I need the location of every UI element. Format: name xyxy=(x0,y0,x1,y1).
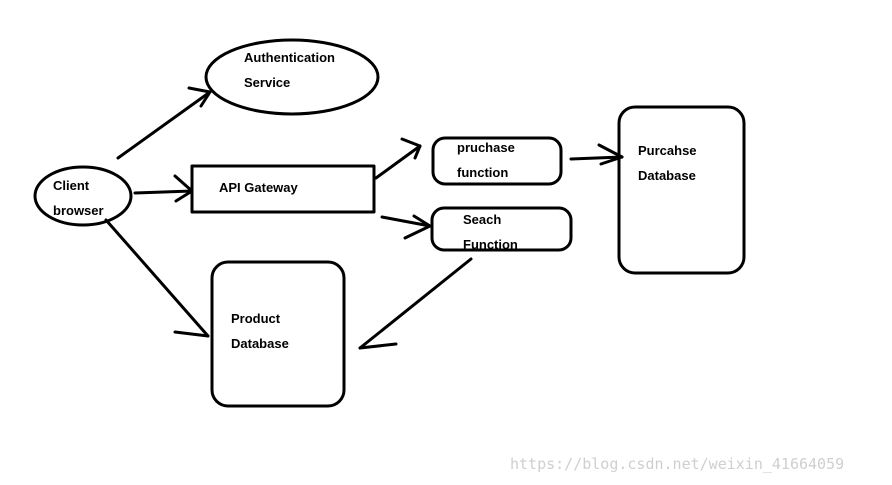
search-fn-label-line1: Seach xyxy=(463,212,502,227)
search-function-node xyxy=(430,206,573,252)
watermark-text: https://blog.csdn.net/weixin_41664059 xyxy=(510,455,845,473)
client-browser-node xyxy=(33,165,133,227)
purchase-database-node xyxy=(617,105,746,275)
arrow-client-to-gateway xyxy=(133,174,194,203)
arrow-gateway-to-search xyxy=(380,214,432,240)
purchase-fn-label-line2: function xyxy=(457,165,509,180)
purchase-function-node xyxy=(431,136,563,186)
client-label-line2: browser xyxy=(53,203,104,218)
api-gateway-label: API Gateway xyxy=(219,175,298,200)
product-db-label-line2: Database xyxy=(231,336,289,351)
search-function-label: Seach Function xyxy=(463,207,518,257)
product-database-label: Product Database xyxy=(231,306,289,356)
gateway-label-text: API Gateway xyxy=(219,180,298,195)
client-label-line1: Client xyxy=(53,178,90,193)
purchase-database-label: Purcahse Database xyxy=(638,138,697,188)
search-fn-label-line2: Function xyxy=(463,237,518,252)
authentication-service-label: Authentication Service xyxy=(244,45,335,95)
arrow-client-to-product-db xyxy=(104,218,210,338)
arrow-purchase-to-db xyxy=(569,143,624,166)
client-browser-label: Client browser xyxy=(53,173,104,223)
authentication-service-node xyxy=(204,38,380,116)
product-db-label-line1: Product xyxy=(231,311,281,326)
purchase-db-label-line1: Purcahse xyxy=(638,143,697,158)
auth-label-line2: Service xyxy=(244,75,291,90)
arrow-search-to-product-db xyxy=(358,257,473,350)
arrow-gateway-to-purchase xyxy=(374,137,422,180)
auth-label-line1: Authentication xyxy=(244,50,335,65)
purchase-function-label: pruchase function xyxy=(457,135,515,185)
purchase-db-label-line2: Database xyxy=(638,168,696,183)
product-database-node xyxy=(210,260,346,408)
arrow-client-to-auth xyxy=(116,86,212,160)
purchase-fn-label-line1: pruchase xyxy=(457,140,515,155)
